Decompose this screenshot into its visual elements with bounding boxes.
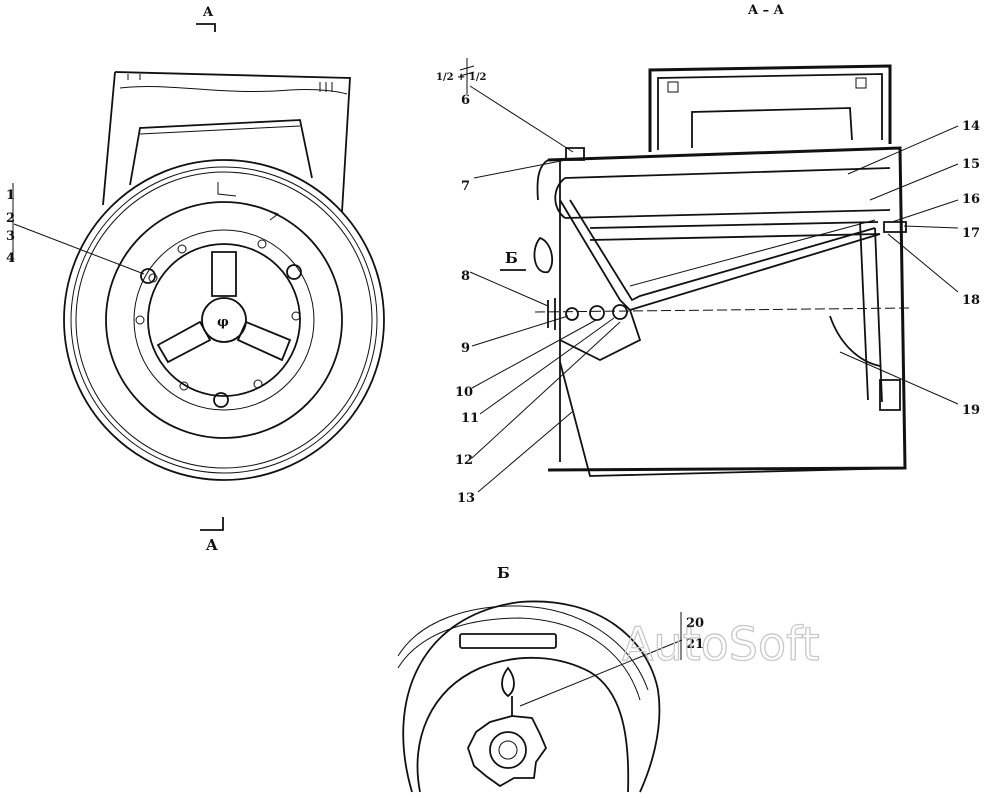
- callout-13: 13: [457, 491, 475, 506]
- callout-7: 7: [461, 179, 470, 194]
- note-6: 1/2 + 1/2: [436, 58, 487, 94]
- callout-group-20-21: 20 21: [519, 612, 704, 707]
- callout-12: 12: [455, 453, 473, 468]
- callout-9: 9: [461, 341, 470, 356]
- callout-6: 6: [461, 93, 470, 108]
- section-marker-top: A: [196, 5, 216, 32]
- section-marker-bottom-label: A: [205, 536, 218, 554]
- note-6-text: 1/2 + 1/2: [436, 72, 487, 83]
- callout-20: 20: [686, 616, 704, 631]
- watermark: AutoSoft: [622, 617, 820, 671]
- callout-3: 3: [6, 229, 15, 244]
- view-b-marker: Б: [500, 249, 526, 271]
- view-b-marker-label: Б: [505, 249, 518, 267]
- housing-outline: [102, 71, 351, 213]
- svg-text:φ: φ: [217, 315, 229, 330]
- drum-circles: [63, 159, 385, 481]
- callout-18: 18: [962, 293, 980, 308]
- callout-2: 2: [6, 211, 15, 226]
- leader-lines: [469, 85, 959, 493]
- callout-16: 16: [962, 192, 980, 207]
- section-marker-top-label: A: [202, 5, 214, 20]
- section-marker-bottom: A: [200, 517, 224, 554]
- detail-view-b: Б 20 21: [397, 564, 704, 793]
- callout-group-1-4: 1 2 3 4: [6, 183, 145, 275]
- callout-21: 21: [686, 637, 704, 652]
- callout-14: 14: [962, 119, 980, 134]
- callout-11: 11: [461, 411, 479, 426]
- detail-view-title: Б: [497, 564, 510, 582]
- callout-19: 19: [962, 403, 980, 418]
- section-view: A – A: [436, 3, 980, 506]
- callout-4: 4: [6, 251, 15, 266]
- section-title: A – A: [747, 3, 785, 18]
- front-view: A: [6, 5, 385, 554]
- callout-17: 17: [962, 226, 980, 241]
- callout-15: 15: [962, 157, 980, 172]
- callout-8: 8: [461, 269, 470, 284]
- bolt-holes: [135, 239, 302, 408]
- callout-1: 1: [6, 188, 15, 203]
- callout-10: 10: [455, 385, 473, 400]
- hub-spider: φ: [156, 251, 292, 364]
